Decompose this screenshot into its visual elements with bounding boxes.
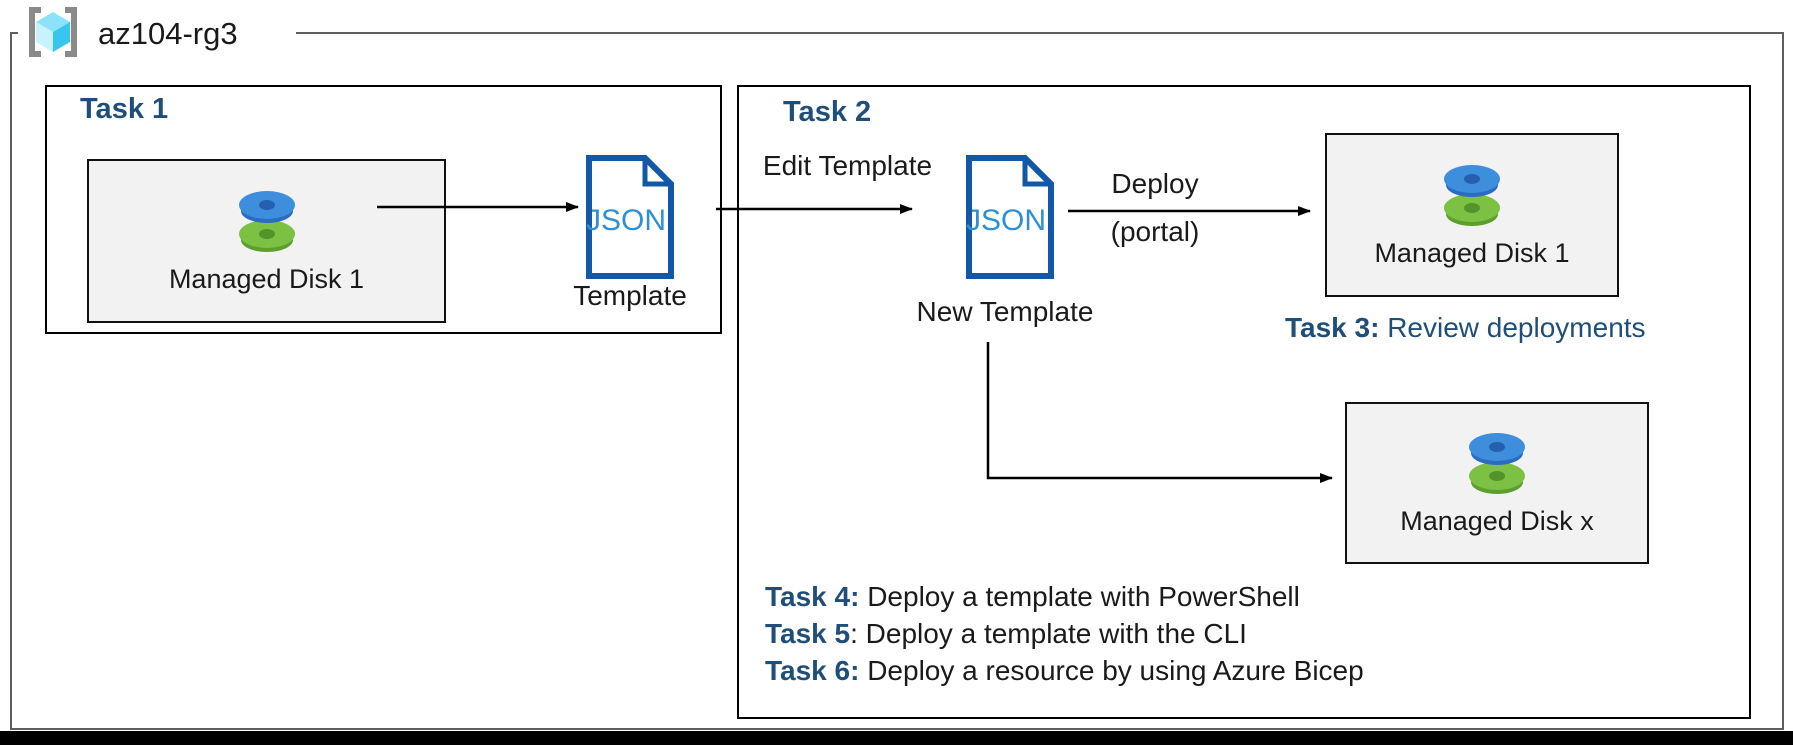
task6-prefix: Task 6:	[765, 655, 860, 686]
task2-managed-disk-1-label: Managed Disk 1	[1374, 237, 1570, 268]
managed-disk-icon	[1467, 430, 1527, 498]
new-template-label: New Template	[916, 296, 1094, 327]
managed-disk-x-label: Managed Disk x	[1400, 505, 1594, 536]
task2-managed-disk-1-box: Managed Disk 1	[1325, 133, 1619, 297]
task4-text: Deploy a template with PowerShell	[859, 581, 1300, 612]
bottom-bar	[0, 731, 1793, 745]
managed-disk-1-label: Managed Disk 1	[168, 263, 365, 294]
task6-text: Deploy a resource by using Azure Bicep	[859, 655, 1364, 686]
task3-text: Review deployments	[1379, 312, 1646, 343]
task3-annotation: Task 3: Review deployments	[1285, 312, 1646, 344]
resource-group-name: az104-rg3	[98, 16, 238, 51]
task5-annotation: Task 5: Deploy a template with the CLI	[765, 615, 1364, 652]
task2-title: Task 2	[783, 96, 872, 128]
task3-prefix: Task 3:	[1285, 312, 1380, 343]
template-label: Template	[573, 280, 687, 311]
json-new-template-icon: JSON	[966, 155, 1054, 279]
task4-annotation: Task 4: Deploy a template with PowerShel…	[765, 578, 1364, 615]
deploy-label: Deploy	[1111, 168, 1199, 199]
managed-disk-icon	[237, 188, 297, 256]
task6-annotation: Task 6: Deploy a resource by using Azure…	[765, 652, 1364, 689]
task5-text: : Deploy a template with the CLI	[850, 618, 1247, 649]
deploy-portal-label: (portal)	[1110, 216, 1200, 247]
task5-prefix: Task 5	[765, 618, 851, 649]
resource-group-legend: az104-rg3	[18, 5, 296, 63]
managed-disk-1-box: Managed Disk 1	[87, 159, 446, 323]
resource-group-icon	[24, 5, 82, 64]
json-text: JSON	[586, 204, 666, 237]
managed-disk-x-box: Managed Disk x	[1345, 402, 1649, 564]
task1-title: Task 1	[80, 93, 169, 125]
managed-disk-icon	[1442, 162, 1502, 230]
task-annotations: Task 4: Deploy a template with PowerShel…	[765, 578, 1364, 689]
task4-prefix: Task 4:	[765, 581, 860, 612]
json-template-icon: JSON	[586, 155, 674, 279]
edit-template-label: Edit Template	[762, 150, 933, 181]
json-text: JSON	[966, 204, 1046, 237]
